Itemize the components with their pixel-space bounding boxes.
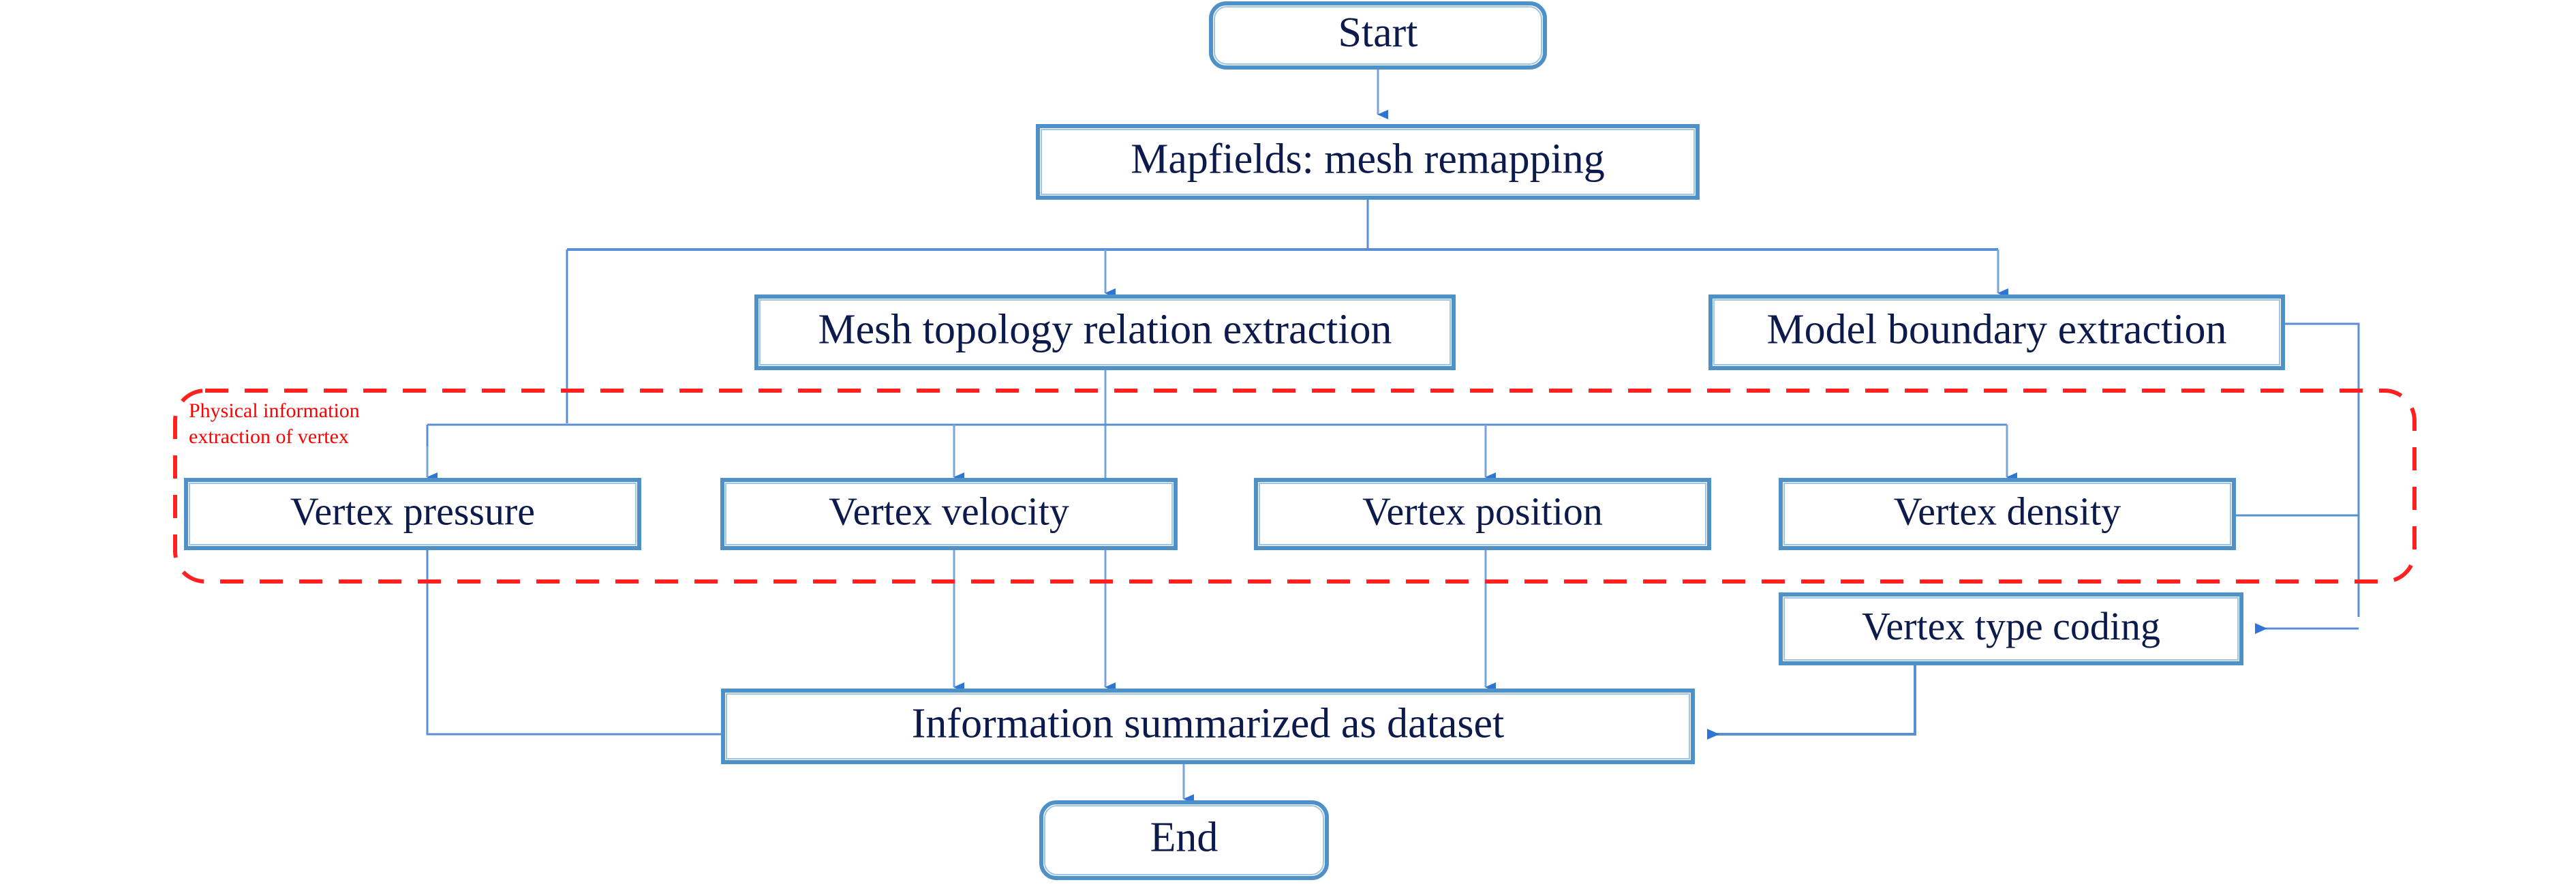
node-start[interactable]: Start bbox=[1209, 1, 1547, 70]
node-label-vvelocity: Vertex velocity bbox=[829, 489, 1069, 533]
node-end[interactable]: End bbox=[1039, 800, 1329, 880]
node-border bbox=[1036, 124, 1700, 200]
node-inner-highlight bbox=[1044, 805, 1324, 875]
node-inner-highlight bbox=[1783, 483, 2231, 545]
node-meshtopology[interactable]: Mesh topology relation extraction bbox=[754, 295, 1456, 370]
node-inner-highlight bbox=[1713, 299, 2280, 365]
node-dataset[interactable]: Information summarized as dataset bbox=[721, 689, 1695, 764]
node-label-vpressure: Vertex pressure bbox=[290, 489, 535, 533]
edge-modelboundary-rail bbox=[2283, 322, 2360, 617]
node-vpressure[interactable]: Vertex pressure bbox=[184, 478, 641, 550]
group-label-line1: Physical information bbox=[189, 399, 360, 422]
node-inner-highlight bbox=[189, 483, 637, 545]
node-modelboundary[interactable]: Model boundary extraction bbox=[1708, 295, 2285, 370]
node-border bbox=[1779, 478, 2236, 550]
node-label-vtypecoding: Vertex type coding bbox=[1862, 604, 2160, 648]
group-label-line2: extraction of vertex bbox=[189, 425, 349, 448]
node-label-dataset: Information summarized as dataset bbox=[912, 701, 1504, 747]
node-vposition[interactable]: Vertex position bbox=[1254, 478, 1711, 550]
node-border bbox=[1708, 295, 2285, 370]
node-inner-highlight bbox=[725, 483, 1173, 545]
node-label-end: End bbox=[1150, 815, 1218, 861]
node-inner-highlight bbox=[1259, 483, 1706, 545]
node-border bbox=[721, 689, 1695, 764]
node-label-start: Start bbox=[1338, 10, 1417, 56]
node-border bbox=[720, 478, 1178, 550]
node-border bbox=[1779, 592, 2243, 665]
node-label-mapfields: Mapfields: mesh remapping bbox=[1131, 136, 1605, 183]
connector-layer bbox=[426, 67, 2360, 804]
node-vtypecoding[interactable]: Vertex type coding bbox=[1779, 592, 2243, 665]
node-label-meshtopology: Mesh topology relation extraction bbox=[818, 307, 1392, 353]
node-vdensity[interactable]: Vertex density bbox=[1779, 478, 2236, 550]
node-inner-highlight bbox=[1214, 6, 1542, 65]
node-label-vdensity: Vertex density bbox=[1894, 489, 2121, 533]
node-vvelocity[interactable]: Vertex velocity bbox=[720, 478, 1178, 550]
node-border bbox=[1254, 478, 1711, 550]
node-inner-highlight bbox=[726, 693, 1690, 759]
node-border bbox=[1039, 800, 1329, 880]
node-border bbox=[1209, 1, 1547, 70]
physical-info-group-box bbox=[173, 389, 2417, 584]
node-mapfields[interactable]: Mapfields: mesh remapping bbox=[1036, 124, 1700, 200]
node-inner-highlight bbox=[1783, 597, 2239, 661]
node-label-vposition: Vertex position bbox=[1362, 489, 1603, 533]
node-border bbox=[184, 478, 641, 550]
node-inner-highlight bbox=[759, 299, 1451, 365]
edge-vtypecoding-to-dataset bbox=[1707, 663, 1916, 740]
node-border bbox=[754, 295, 1456, 370]
edge-vpressure-to-dataset bbox=[426, 548, 723, 736]
node-inner-highlight bbox=[1041, 129, 1695, 195]
node-label-modelboundary: Model boundary extraction bbox=[1767, 307, 2227, 353]
